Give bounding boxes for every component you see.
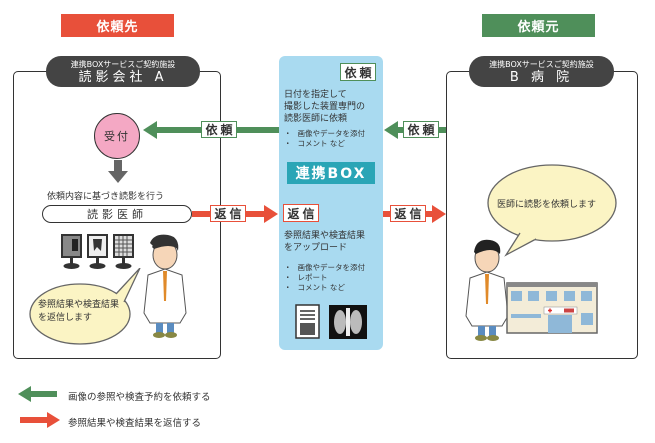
speech-bubble-reader: 参照結果や検査結果 を返信します (38, 299, 119, 325)
request-description: 日付を指定して 撮影した装置専門の 読影医師に依頼 (284, 89, 365, 125)
list-item: レポート (284, 273, 365, 283)
xray-image-icon (329, 305, 367, 339)
text-line: 撮影した装置専門の (284, 102, 366, 112)
role-banner-requester: 依頼元 (482, 14, 595, 37)
speech-bubble-tail (487, 164, 617, 257)
process-caption: 依頼内容に基づき読影を行う (47, 192, 165, 202)
monitor-icon (61, 234, 82, 269)
attachments-illustration (295, 304, 367, 339)
monitor-icon (113, 234, 134, 269)
facility-subtitle: 連携BOXサービスご契約施設 (489, 60, 594, 69)
request-arrow-label: 依頼 (201, 121, 237, 138)
reply-arrow-label: 返信 (390, 205, 426, 222)
linkage-box-title: 連携BOX (287, 162, 375, 184)
facility-name: 読影会社 A (78, 70, 168, 85)
text-line: 日付を指定して (284, 90, 347, 100)
doctor-illustration (465, 239, 509, 341)
text-line: 読影医師に依頼 (284, 114, 348, 124)
facility-tag-hospital: 連携BOXサービスご契約施設 B 病 院 (469, 56, 614, 87)
legend-reply-arrow (20, 412, 60, 428)
reply-arrow-label: 返信 (210, 205, 246, 222)
facility-tag-reading-company: 連携BOXサービスご契約施設 読影会社 A (46, 56, 200, 87)
speech-bubble-hospital: 医師に読影を依頼します (497, 200, 597, 210)
report-document-icon (295, 304, 320, 339)
text-line: をアップロード (284, 243, 348, 253)
bubble-text: を返信します (38, 313, 93, 323)
bubble-text: 参照結果や検査結果 (38, 300, 120, 310)
list-item: コメント など (284, 139, 365, 149)
reader-doctor-node: 読影医師 (42, 205, 192, 223)
list-item: 画像やデータを添付 (284, 263, 366, 273)
down-arrow-icon (108, 160, 128, 183)
linkage-box (279, 56, 383, 350)
doctor-illustration (143, 234, 187, 338)
reply-description: 参照結果や検査結果 をアップロード (284, 230, 365, 254)
reply-label: 返信 (283, 204, 319, 222)
request-arrow-label: 依頼 (403, 121, 439, 138)
legend-request-arrow (18, 386, 57, 402)
role-banner-provider: 依頼先 (61, 14, 174, 37)
reply-items: 画像やデータを添付 レポート コメント など (284, 263, 366, 293)
legend-reply-text: 参照結果や検査結果を返信する (68, 418, 202, 429)
facility-subtitle: 連携BOXサービスご契約施設 (70, 60, 176, 69)
monitors-illustration (61, 234, 134, 269)
legend-request-text: 画像の参照や検査予約を依頼する (68, 392, 211, 403)
reception-node: 受付 (94, 113, 140, 159)
speech-bubble-tail (29, 268, 141, 345)
text-line: 参照結果や検査結果 (284, 231, 366, 241)
facility-name: B 病 院 (509, 70, 574, 85)
hospital-building-illustration (506, 282, 598, 334)
list-item: コメント など (284, 283, 365, 293)
list-item: 画像やデータを添付 (284, 129, 366, 139)
monitor-icon (87, 234, 108, 269)
request-items: 画像やデータを添付 コメント など (284, 129, 366, 149)
request-label: 依頼 (340, 63, 376, 81)
